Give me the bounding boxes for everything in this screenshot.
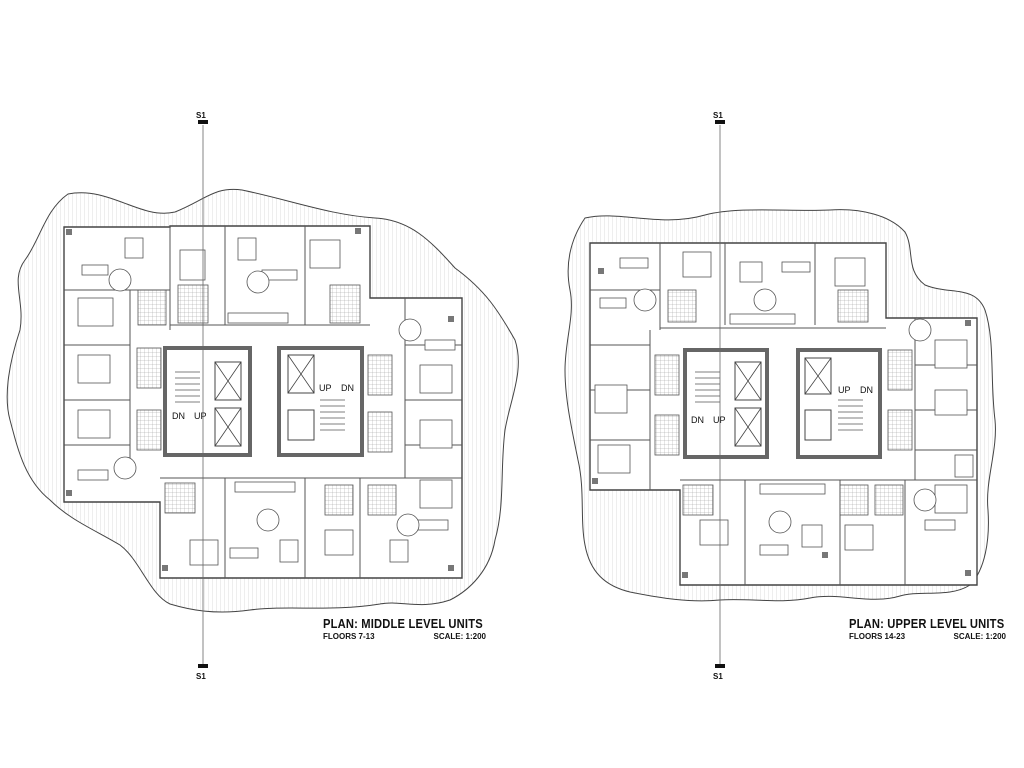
core: DN UP UP DN: [683, 348, 882, 459]
section-label-bottom: S1: [713, 672, 723, 681]
stair-label-up: UP: [838, 385, 851, 395]
section-marker-top: [198, 120, 208, 124]
floors-label: FLOORS 14-23: [849, 632, 906, 641]
middle-plan-title-block: PLAN: MIDDLE LEVEL UNITS FLOORS 7-13 SCA…: [323, 616, 486, 641]
section-marker-top: [715, 120, 725, 124]
plan-subtitle: FLOORS 7-13 SCALE: 1:200: [323, 632, 486, 641]
upper-plan-title-block: PLAN: UPPER LEVEL UNITS FLOORS 14-23 SCA…: [849, 616, 1006, 641]
middle-level-plan: DN UP UP DN: [6, 111, 519, 681]
kitchen-counters: [227, 312, 296, 493]
living-furniture: [599, 257, 974, 556]
stair-label-dn: DN: [341, 383, 354, 393]
living-furniture: [77, 237, 456, 563]
section-label-top: S1: [196, 111, 206, 120]
floors-label: FLOORS 7-13: [323, 632, 375, 641]
section-marker-bottom: [715, 664, 725, 668]
core: DN UP UP DN: [163, 346, 364, 457]
beds: [77, 239, 453, 566]
structural-columns: [66, 228, 454, 571]
stair-label-up: UP: [194, 411, 207, 421]
stair-label-dn: DN: [691, 415, 704, 425]
stair-label-dn: DN: [860, 385, 873, 395]
stair-label-dn: DN: [172, 411, 185, 421]
bathrooms: [654, 289, 913, 516]
stair-label-up: UP: [713, 415, 726, 425]
plan-subtitle: FLOORS 14-23 SCALE: 1:200: [849, 632, 1006, 641]
plan-title: PLAN: MIDDLE LEVEL UNITS: [323, 616, 483, 631]
section-label-bottom: S1: [196, 672, 206, 681]
plan-title: PLAN: UPPER LEVEL UNITS: [849, 616, 1005, 631]
beds: [594, 251, 968, 551]
stair-label-up: UP: [319, 383, 332, 393]
upper-level-plan: DN UP UP DN: [564, 111, 996, 681]
scale-label: SCALE: 1:200: [433, 632, 486, 641]
structural-columns: [592, 268, 971, 578]
scale-label: SCALE: 1:200: [953, 632, 1006, 641]
kitchen-counters: [729, 313, 826, 495]
section-marker-bottom: [198, 664, 208, 668]
section-label-top: S1: [713, 111, 723, 120]
